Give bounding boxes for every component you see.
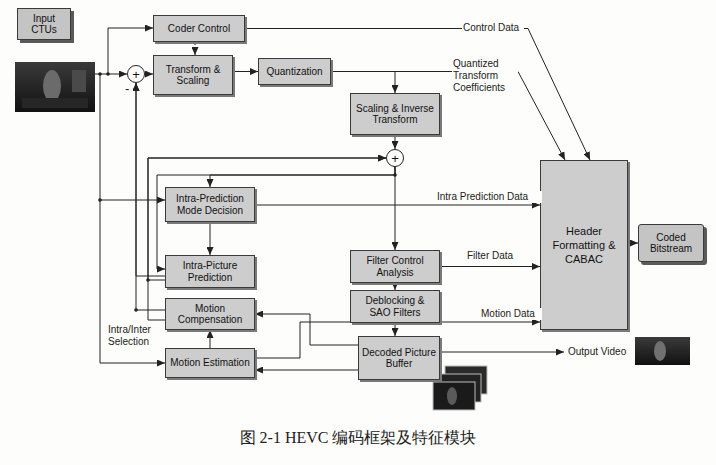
box-label: Deblocking & SAO Filters (354, 295, 436, 318)
process-box: Quantization (258, 58, 331, 85)
box-label: Motion Compensation (169, 303, 251, 326)
box-label: + (391, 152, 399, 165)
picture-frame (433, 382, 475, 410)
process-box: Decoded Picture Buffer (358, 336, 440, 380)
junction-dot (106, 72, 110, 76)
input-wire (100, 200, 165, 201)
connector (395, 135, 396, 149)
box-label: Decoded Picture Buffer (362, 347, 436, 370)
box-label: Scaling & Inverse Transform (354, 103, 436, 126)
node-text: Decoded Picture Buffer (359, 345, 439, 372)
picture-detail (72, 70, 86, 92)
process-box: Intra-Prediction Mode Decision (165, 187, 255, 222)
connector (628, 243, 638, 244)
process-box: Motion Compensation (165, 298, 255, 330)
node-text: Input CTUs (18, 11, 70, 38)
connector (136, 83, 165, 276)
box-label: + (132, 68, 140, 81)
process-box: Deblocking & SAO Filters (350, 290, 440, 323)
edge-label: Control Data (462, 22, 524, 34)
junction-dot (98, 198, 102, 202)
connector (395, 283, 396, 290)
image-wires (95, 28, 564, 363)
node-text: + (391, 152, 399, 165)
adder-circle: + (127, 65, 145, 83)
output-picture (635, 337, 690, 365)
node-text: Filter Control Analysis (351, 253, 439, 280)
connector (195, 42, 196, 55)
connector (136, 83, 165, 310)
connector (331, 72, 565, 161)
picture-ground (22, 98, 88, 108)
connector (210, 167, 395, 187)
input-box: Input CTUs (17, 8, 71, 40)
cabac-box: Header Formatting & CABAC (540, 160, 628, 330)
node-text: Intra-Prediction Mode Decision (166, 191, 254, 218)
annotation-label: Intra/Inter Selection (108, 324, 160, 348)
box-label: Transform & Scaling (157, 64, 229, 87)
node-text: + (132, 68, 140, 81)
edge-label: Motion Data (480, 308, 542, 320)
decoded-pictures (433, 366, 487, 410)
connector (395, 167, 396, 250)
box-label: Quantization (266, 66, 322, 78)
connector (210, 222, 211, 255)
box-label: Intra-Picture Prediction (169, 260, 251, 283)
connector (255, 314, 358, 345)
connector (145, 74, 153, 75)
connector (331, 72, 395, 94)
node-text: Deblocking & SAO Filters (351, 293, 439, 320)
connector (395, 323, 396, 336)
node-text: Scaling & Inverse Transform (351, 101, 439, 128)
connector (245, 29, 590, 161)
box-label: Coder Control (168, 23, 230, 35)
node-text: Motion Estimation (167, 355, 252, 371)
process-box: Scaling & Inverse Transform (350, 93, 440, 135)
box-label: Motion Estimation (170, 357, 249, 369)
box-label: Input CTUs (21, 13, 67, 36)
box-label: Filter Control Analysis (354, 255, 436, 278)
process-box: Filter Control Analysis (350, 250, 440, 283)
process-box: Transform & Scaling (153, 55, 233, 95)
node-text: Motion Compensation (166, 301, 254, 328)
box-label: Intra-Prediction Mode Decision (169, 193, 251, 216)
node-text: Header Formatting & CABAC (541, 222, 627, 269)
junction-dot (98, 72, 102, 76)
node-text: Coded Bitstream (639, 230, 703, 257)
node-text: Coder Control (165, 21, 233, 37)
box-label: Coded Bitstream (642, 232, 700, 255)
output-wire (441, 352, 564, 353)
connector (210, 330, 211, 348)
node-text: Intra-Picture Prediction (166, 258, 254, 285)
edge-label: Quantized Transform Coefficients (452, 58, 518, 94)
input-picture (15, 62, 95, 112)
annotation-label: - (125, 81, 133, 97)
picture-frame (15, 62, 95, 112)
connector (440, 266, 540, 267)
picture-figure (447, 387, 457, 405)
output-box: Coded Bitstream (638, 224, 704, 262)
edge-label: Filter Data (466, 250, 520, 262)
process-box: Intra-Picture Prediction (165, 255, 255, 288)
edge-label: Intra Prediction Data (436, 191, 542, 203)
figure-caption: 图 2-1 HEVC 编码框架及特征模块 (0, 428, 716, 449)
connector (255, 370, 358, 371)
adder-circle: + (386, 149, 404, 167)
picture-figure (654, 341, 666, 361)
process-box: Motion Estimation (165, 348, 255, 378)
connector (233, 71, 258, 72)
connector (255, 205, 540, 206)
picture-figure (43, 70, 61, 102)
picture-frame (635, 337, 690, 365)
box-label: Header Formatting & CABAC (544, 224, 624, 267)
node-text: Quantization (263, 64, 325, 80)
node-text: Transform & Scaling (154, 62, 232, 89)
process-box: Coder Control (153, 15, 245, 42)
annotation-label: Output Video (568, 346, 632, 358)
